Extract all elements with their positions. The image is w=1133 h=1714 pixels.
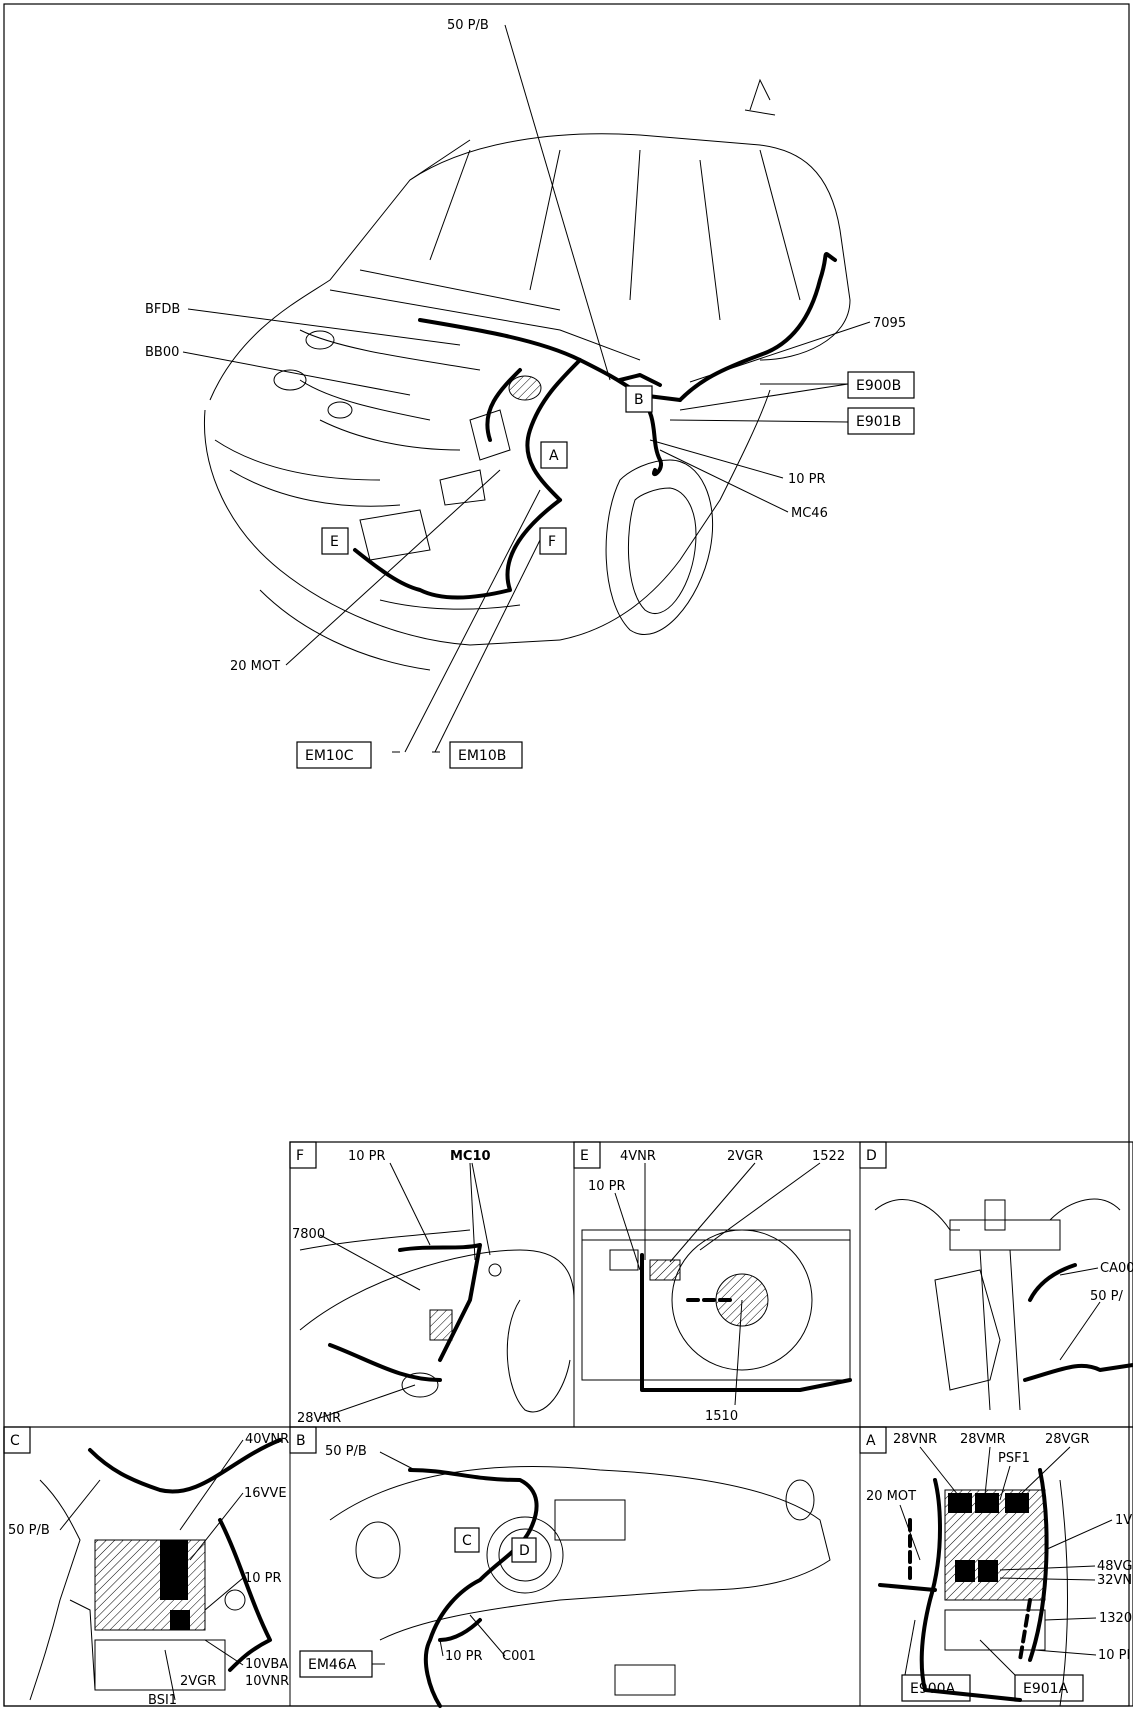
panel-d-letter: D xyxy=(866,1148,877,1164)
callout-bb00: BB00 xyxy=(145,345,179,360)
svg-text:EM10C: EM10C xyxy=(305,748,354,764)
svg-text:E900B: E900B xyxy=(856,378,901,394)
callout-10pr: 10 PR xyxy=(788,472,826,487)
panel-b-marker-d: D xyxy=(511,1537,537,1563)
svg-text:A: A xyxy=(549,448,559,464)
panel-c-letter: C xyxy=(10,1433,20,1449)
detail-panel-a: A 28VNR 28VMR 28VGR PSF1 20 MOT 1V 48VG … xyxy=(859,1426,1133,1707)
panel-c-label-50pb: 50 P/B xyxy=(8,1523,50,1538)
panel-f-letter-box xyxy=(289,1141,317,1169)
detail-panel-b: B 50 P/B C001 10 PR EM46A C D xyxy=(289,1426,831,1708)
svg-text:EM46A: EM46A xyxy=(308,1657,357,1673)
panel-c-label-16vve: 16VVE xyxy=(244,1486,287,1501)
panel-a-letter: A xyxy=(866,1433,876,1449)
zone-marker-e: E xyxy=(321,527,349,555)
panel-a-label-28vgr: 28VGR xyxy=(1045,1432,1090,1447)
panel-a-label-20mot: 20 MOT xyxy=(866,1489,916,1504)
vehicle-overview: 50 P/B BFDB BB00 7095 10 PR MC46 20 MOT … xyxy=(145,18,915,769)
callout-mc46: MC46 xyxy=(791,506,828,521)
panel-e-label-2vgr: 2VGR xyxy=(727,1149,763,1164)
panel-e-label-1510: 1510 xyxy=(705,1409,738,1424)
svg-text:D: D xyxy=(519,1543,530,1559)
svg-text:E901A: E901A xyxy=(1023,1681,1069,1697)
callout-50pb: 50 P/B xyxy=(447,18,489,33)
panel-a-label-48vg: 48VG xyxy=(1097,1559,1133,1574)
svg-text:C: C xyxy=(462,1533,472,1549)
panel-e-label-10pr: 10 PR xyxy=(588,1179,626,1194)
panel-c-label-40vnr: 40VNR xyxy=(245,1432,289,1447)
panel-a-label-10pi: 10 PI xyxy=(1098,1648,1130,1663)
svg-text:E901B: E901B xyxy=(856,414,901,430)
panel-e-label-1522: 1522 xyxy=(812,1149,845,1164)
zone-marker-a: A xyxy=(540,441,568,469)
callout-20mot: 20 MOT xyxy=(230,659,280,674)
svg-text:E: E xyxy=(330,534,339,550)
detail-panel-grid xyxy=(3,1141,1133,1707)
panel-a-label-32vn: 32VN xyxy=(1097,1573,1132,1588)
panel-b-label-10pr: 10 PR xyxy=(445,1649,483,1664)
panel-a-label-psf1: PSF1 xyxy=(998,1451,1030,1466)
panel-a-label-28vnr: 28VNR xyxy=(893,1432,937,1447)
callout-7095: 7095 xyxy=(873,316,906,331)
panel-b-letter: B xyxy=(296,1433,306,1449)
panel-c-label-bsi1: BSI1 xyxy=(148,1693,177,1708)
panel-c-label-10vnr: 10VNR xyxy=(245,1674,289,1689)
boxed-label-em10c: EM10C xyxy=(296,741,372,769)
callout-leaders xyxy=(182,24,871,753)
zone-marker-f: F xyxy=(539,527,567,555)
panel-c-letter-box xyxy=(3,1426,31,1454)
panel-f-label-10pr: 10 PR xyxy=(348,1149,386,1164)
panel-a-label-28vmr: 28VMR xyxy=(960,1432,1006,1447)
detail-panel-f: F 10 PR MC10 7800 28VNR xyxy=(289,1141,575,1426)
panel-d-letter-box xyxy=(859,1141,887,1169)
svg-text:B: B xyxy=(634,392,644,408)
boxed-label-em10b: EM10B xyxy=(449,741,523,769)
panel-c-label-10pr: 10 PR xyxy=(244,1571,282,1586)
panel-e-letter-box xyxy=(573,1141,601,1169)
panel-b-label-c001: C001 xyxy=(502,1649,536,1664)
sheet-frame xyxy=(3,3,1130,1707)
detail-panel-c: C 40VNR 16VVE 50 P/B 10 PR 10VBA 10VNR 2… xyxy=(3,1426,289,1708)
panel-c-label-10vba: 10VBA xyxy=(245,1657,288,1672)
panel-a-label-1320: 1320 xyxy=(1099,1611,1132,1626)
panel-e-letter: E xyxy=(580,1148,589,1164)
detail-panel-e: E 4VNR 2VGR 1522 10 PR 1510 xyxy=(573,1141,852,1424)
main-harness xyxy=(353,252,837,600)
panel-c-label-2vgr: 2VGR xyxy=(180,1674,216,1689)
panel-a-letter-box xyxy=(859,1426,887,1454)
panel-f-label-7800: 7800 xyxy=(292,1227,325,1242)
zone-marker-b: B xyxy=(625,385,653,413)
panel-b-letter-box xyxy=(289,1426,317,1454)
car-line-art xyxy=(203,78,851,671)
panel-f-letter: F xyxy=(296,1148,304,1164)
panel-a-label-1v: 1V xyxy=(1115,1513,1132,1528)
svg-text:F: F xyxy=(548,534,556,550)
panel-e-label-4vnr: 4VNR xyxy=(620,1149,656,1164)
detail-panel-d: D CA00 50 P/ xyxy=(859,1141,1133,1411)
panel-a-boxed-e901a: E901A xyxy=(1014,1674,1084,1702)
panel-d-label-50p: 50 P/ xyxy=(1090,1289,1124,1304)
panel-d-label-ca00: CA00 xyxy=(1100,1261,1133,1276)
panel-a-boxed-e900a: E900A xyxy=(901,1674,971,1702)
panel-b-marker-c: C xyxy=(454,1527,480,1553)
svg-text:EM10B: EM10B xyxy=(458,748,506,764)
callout-bfdb: BFDB xyxy=(145,302,180,317)
boxed-label-e901b: E901B xyxy=(847,407,915,435)
panel-f-label-mc10: MC10 xyxy=(450,1149,491,1164)
panel-b-label-50pb: 50 P/B xyxy=(325,1444,367,1459)
panel-b-boxed-em46a: EM46A xyxy=(299,1650,373,1678)
boxed-label-e900b: E900B xyxy=(847,371,915,399)
